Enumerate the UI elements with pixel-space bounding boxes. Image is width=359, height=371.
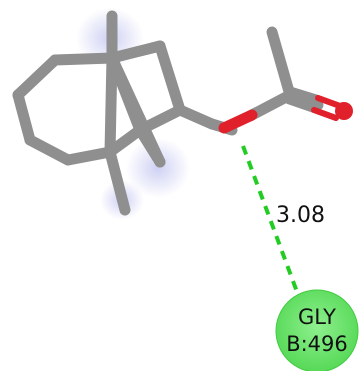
bond bbox=[154, 40, 186, 116]
bond bbox=[24, 134, 74, 166]
carbonyl-bond-line bbox=[311, 107, 339, 121]
bond bbox=[174, 104, 218, 130]
bond bbox=[62, 146, 116, 166]
bond bbox=[284, 89, 324, 111]
hydrogen-bond-line bbox=[241, 145, 302, 301]
bond bbox=[106, 40, 166, 64]
highlight-halo bbox=[126, 138, 190, 198]
carbonyl-bond-line bbox=[285, 98, 317, 113]
atom-highlights bbox=[76, 8, 190, 220]
carbonyl-bond-line bbox=[289, 87, 321, 101]
bond bbox=[104, 52, 118, 158]
carbonyl-oxygen-atom bbox=[335, 102, 353, 120]
ester-oxygen-bonds bbox=[206, 109, 258, 136]
bond bbox=[12, 89, 36, 146]
carbonyl-bond-line bbox=[315, 95, 343, 109]
residue-chain-position: B:496 bbox=[286, 332, 348, 356]
residue-node[interactable]: GLY B:496 bbox=[275, 289, 359, 371]
distance-label: 3.08 bbox=[276, 203, 325, 228]
bond bbox=[49, 52, 118, 66]
carbonyl-double-bond bbox=[285, 87, 343, 121]
bond bbox=[12, 54, 61, 101]
residue-circle[interactable] bbox=[275, 289, 359, 371]
bond bbox=[104, 146, 131, 216]
ligand-skeleton bbox=[12, 10, 324, 216]
bond bbox=[134, 124, 166, 168]
bond bbox=[266, 26, 296, 101]
bond bbox=[104, 124, 146, 158]
ester-o-bond bbox=[218, 109, 258, 134]
residue-name: GLY bbox=[298, 305, 336, 329]
